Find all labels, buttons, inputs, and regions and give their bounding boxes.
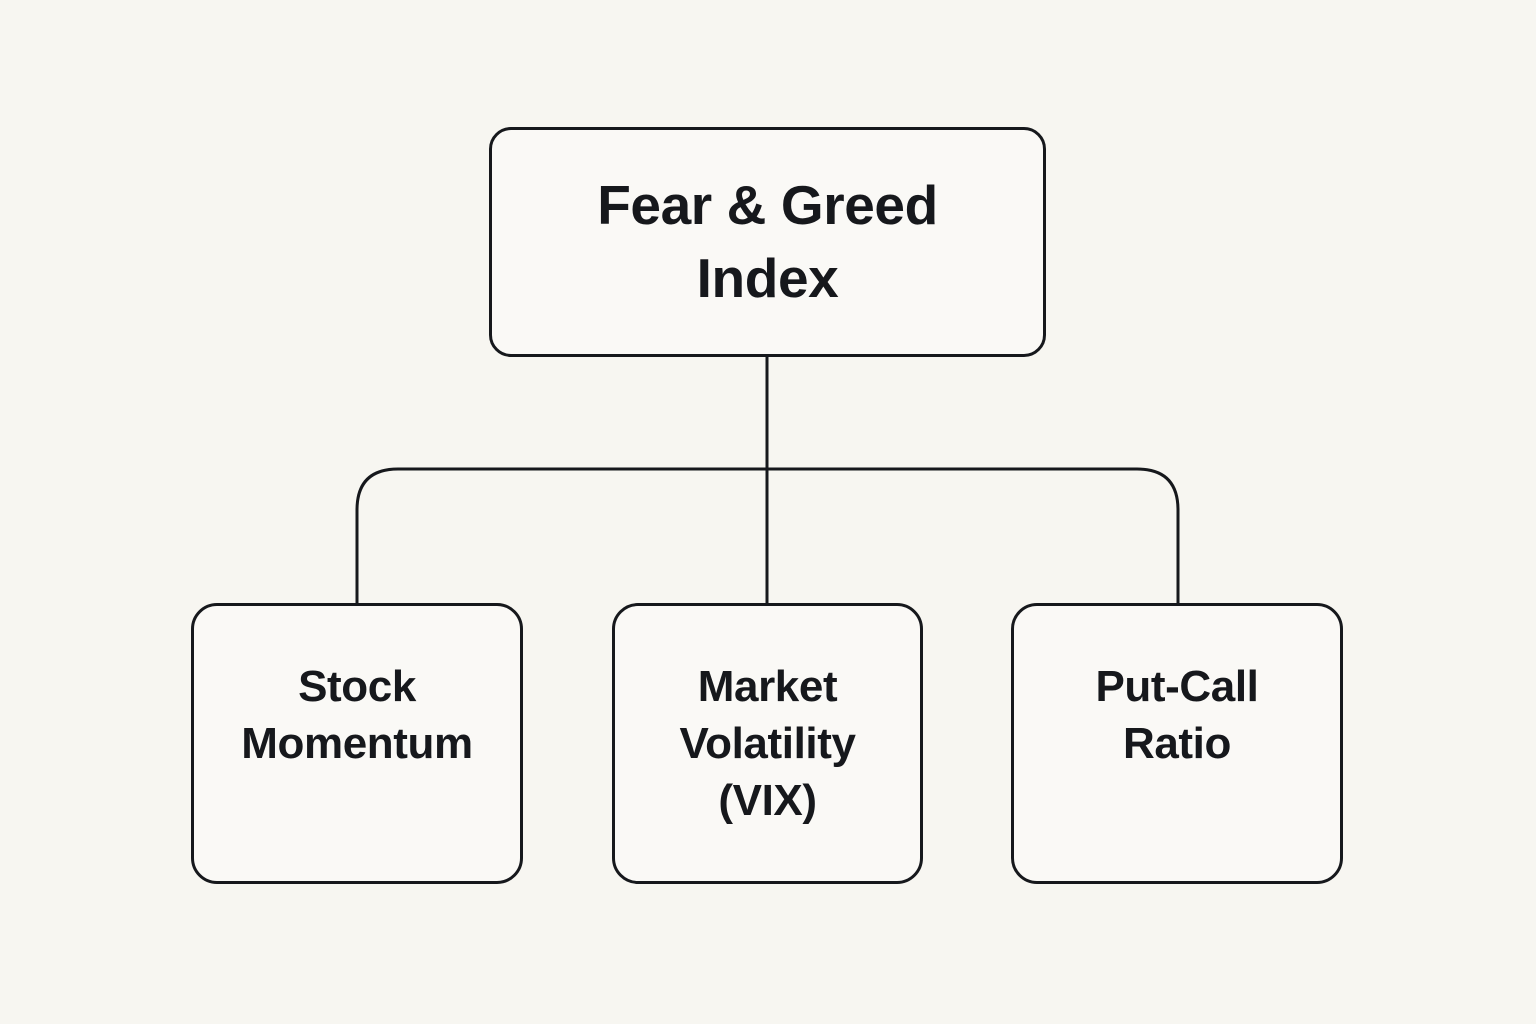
node-market-volatility-label: Market Volatility (VIX) — [679, 662, 856, 826]
connector-branch-left — [355, 467, 767, 603]
node-put-call-ratio-label: Put-Call Ratio — [1095, 662, 1259, 769]
node-put-call-ratio[interactable]: Put-Call Ratio — [1011, 603, 1343, 884]
node-root-label: Fear & Greed Index — [597, 173, 938, 309]
node-root[interactable]: Fear & Greed Index — [489, 127, 1046, 357]
node-market-volatility[interactable]: Market Volatility (VIX) — [612, 603, 923, 884]
connector-branch-right — [767, 467, 1180, 603]
node-stock-momentum-label: Stock Momentum — [241, 662, 473, 769]
node-stock-momentum[interactable]: Stock Momentum — [191, 603, 523, 884]
